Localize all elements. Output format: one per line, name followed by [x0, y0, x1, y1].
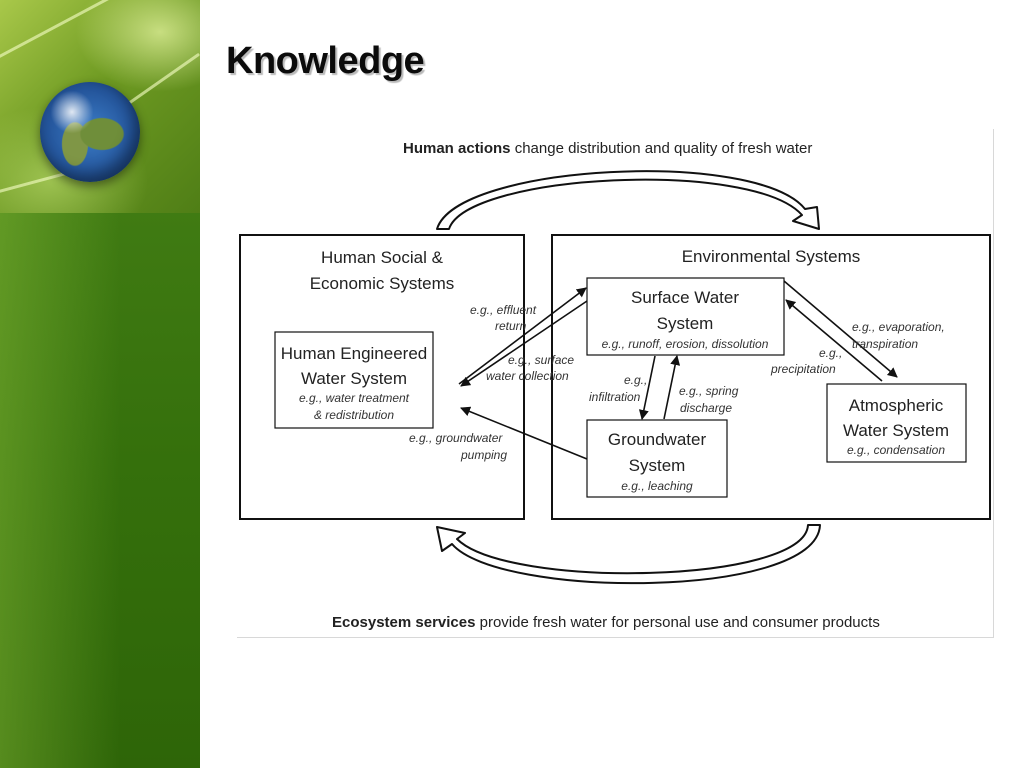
infiltration-label-1: e.g.,: [624, 373, 647, 387]
surface-collection-arrow: [460, 300, 588, 387]
effluent-label-1: e.g., effluent: [470, 303, 537, 317]
groundwater-box: [586, 419, 728, 498]
right-panel-title: Environmental Systems: [682, 247, 861, 266]
slide-title: Knowledge: [226, 40, 425, 82]
atmospheric-line2: Water System: [843, 421, 949, 440]
bottom-caption: Ecosystem services provide fresh water f…: [332, 614, 880, 631]
surface-water-box: [586, 277, 785, 356]
surface-collection-label-2: water collection: [486, 369, 569, 383]
human-social-economic-panel: [239, 234, 525, 520]
atmospheric-water-box: [826, 383, 967, 463]
left-panel-title-line2: Economic Systems: [310, 274, 455, 293]
groundwater-line2: System: [629, 456, 686, 475]
evaporation-arrow: [783, 280, 898, 378]
atmospheric-eg: e.g., condensation: [847, 443, 945, 457]
spring-label-1: e.g., spring: [679, 384, 739, 398]
spring-label-2: discharge: [680, 401, 732, 415]
environmental-systems-panel: [551, 234, 991, 520]
infiltration-label-2: infiltration: [589, 390, 641, 404]
precipitation-label-2: precipitation: [770, 362, 836, 376]
precipitation-label-1: e.g.,: [819, 346, 842, 360]
human-engineered-eg2: & redistribution: [314, 408, 394, 422]
groundwater-pumping-label-1: e.g., groundwater: [409, 431, 503, 445]
effluent-return-arrow: [458, 287, 587, 385]
groundwater-pumping-label-2: pumping: [460, 448, 507, 462]
spring-discharge-arrow: [663, 355, 681, 420]
water-systems-diagram: Human actions change distribution and qu…: [237, 129, 994, 638]
left-panel-title-line1: Human Social &: [321, 248, 444, 267]
effluent-label-2: return: [495, 319, 527, 333]
surface-water-line1: Surface Water: [631, 288, 739, 307]
groundwater-pumping-arrow: [460, 406, 588, 460]
human-engineered-eg1: e.g., water treatment: [299, 391, 410, 405]
leaf-globe-photo: [0, 0, 200, 213]
human-engineered-water-box: [274, 331, 434, 429]
precipitation-arrow: [785, 299, 883, 382]
evaporation-label-2: transpiration: [852, 337, 918, 351]
sidebar-background: [0, 0, 200, 768]
groundwater-eg: e.g., leaching: [621, 479, 693, 493]
infiltration-arrow: [638, 355, 656, 420]
atmospheric-line1: Atmospheric: [849, 396, 944, 415]
evaporation-label-1: e.g., evaporation,: [852, 320, 945, 334]
bottom-curved-arrow: [436, 524, 821, 585]
top-curved-arrow: [436, 170, 820, 230]
globe-water-drop: [40, 82, 140, 182]
human-engineered-line1: Human Engineered: [281, 344, 427, 363]
human-engineered-line2: Water System: [301, 369, 407, 388]
top-caption: Human actions change distribution and qu…: [403, 140, 812, 157]
surface-water-line2: System: [657, 314, 714, 333]
surface-collection-label-1: e.g., surface: [508, 353, 574, 367]
surface-water-eg: e.g., runoff, erosion, dissolution: [602, 337, 769, 351]
groundwater-line1: Groundwater: [608, 430, 707, 449]
